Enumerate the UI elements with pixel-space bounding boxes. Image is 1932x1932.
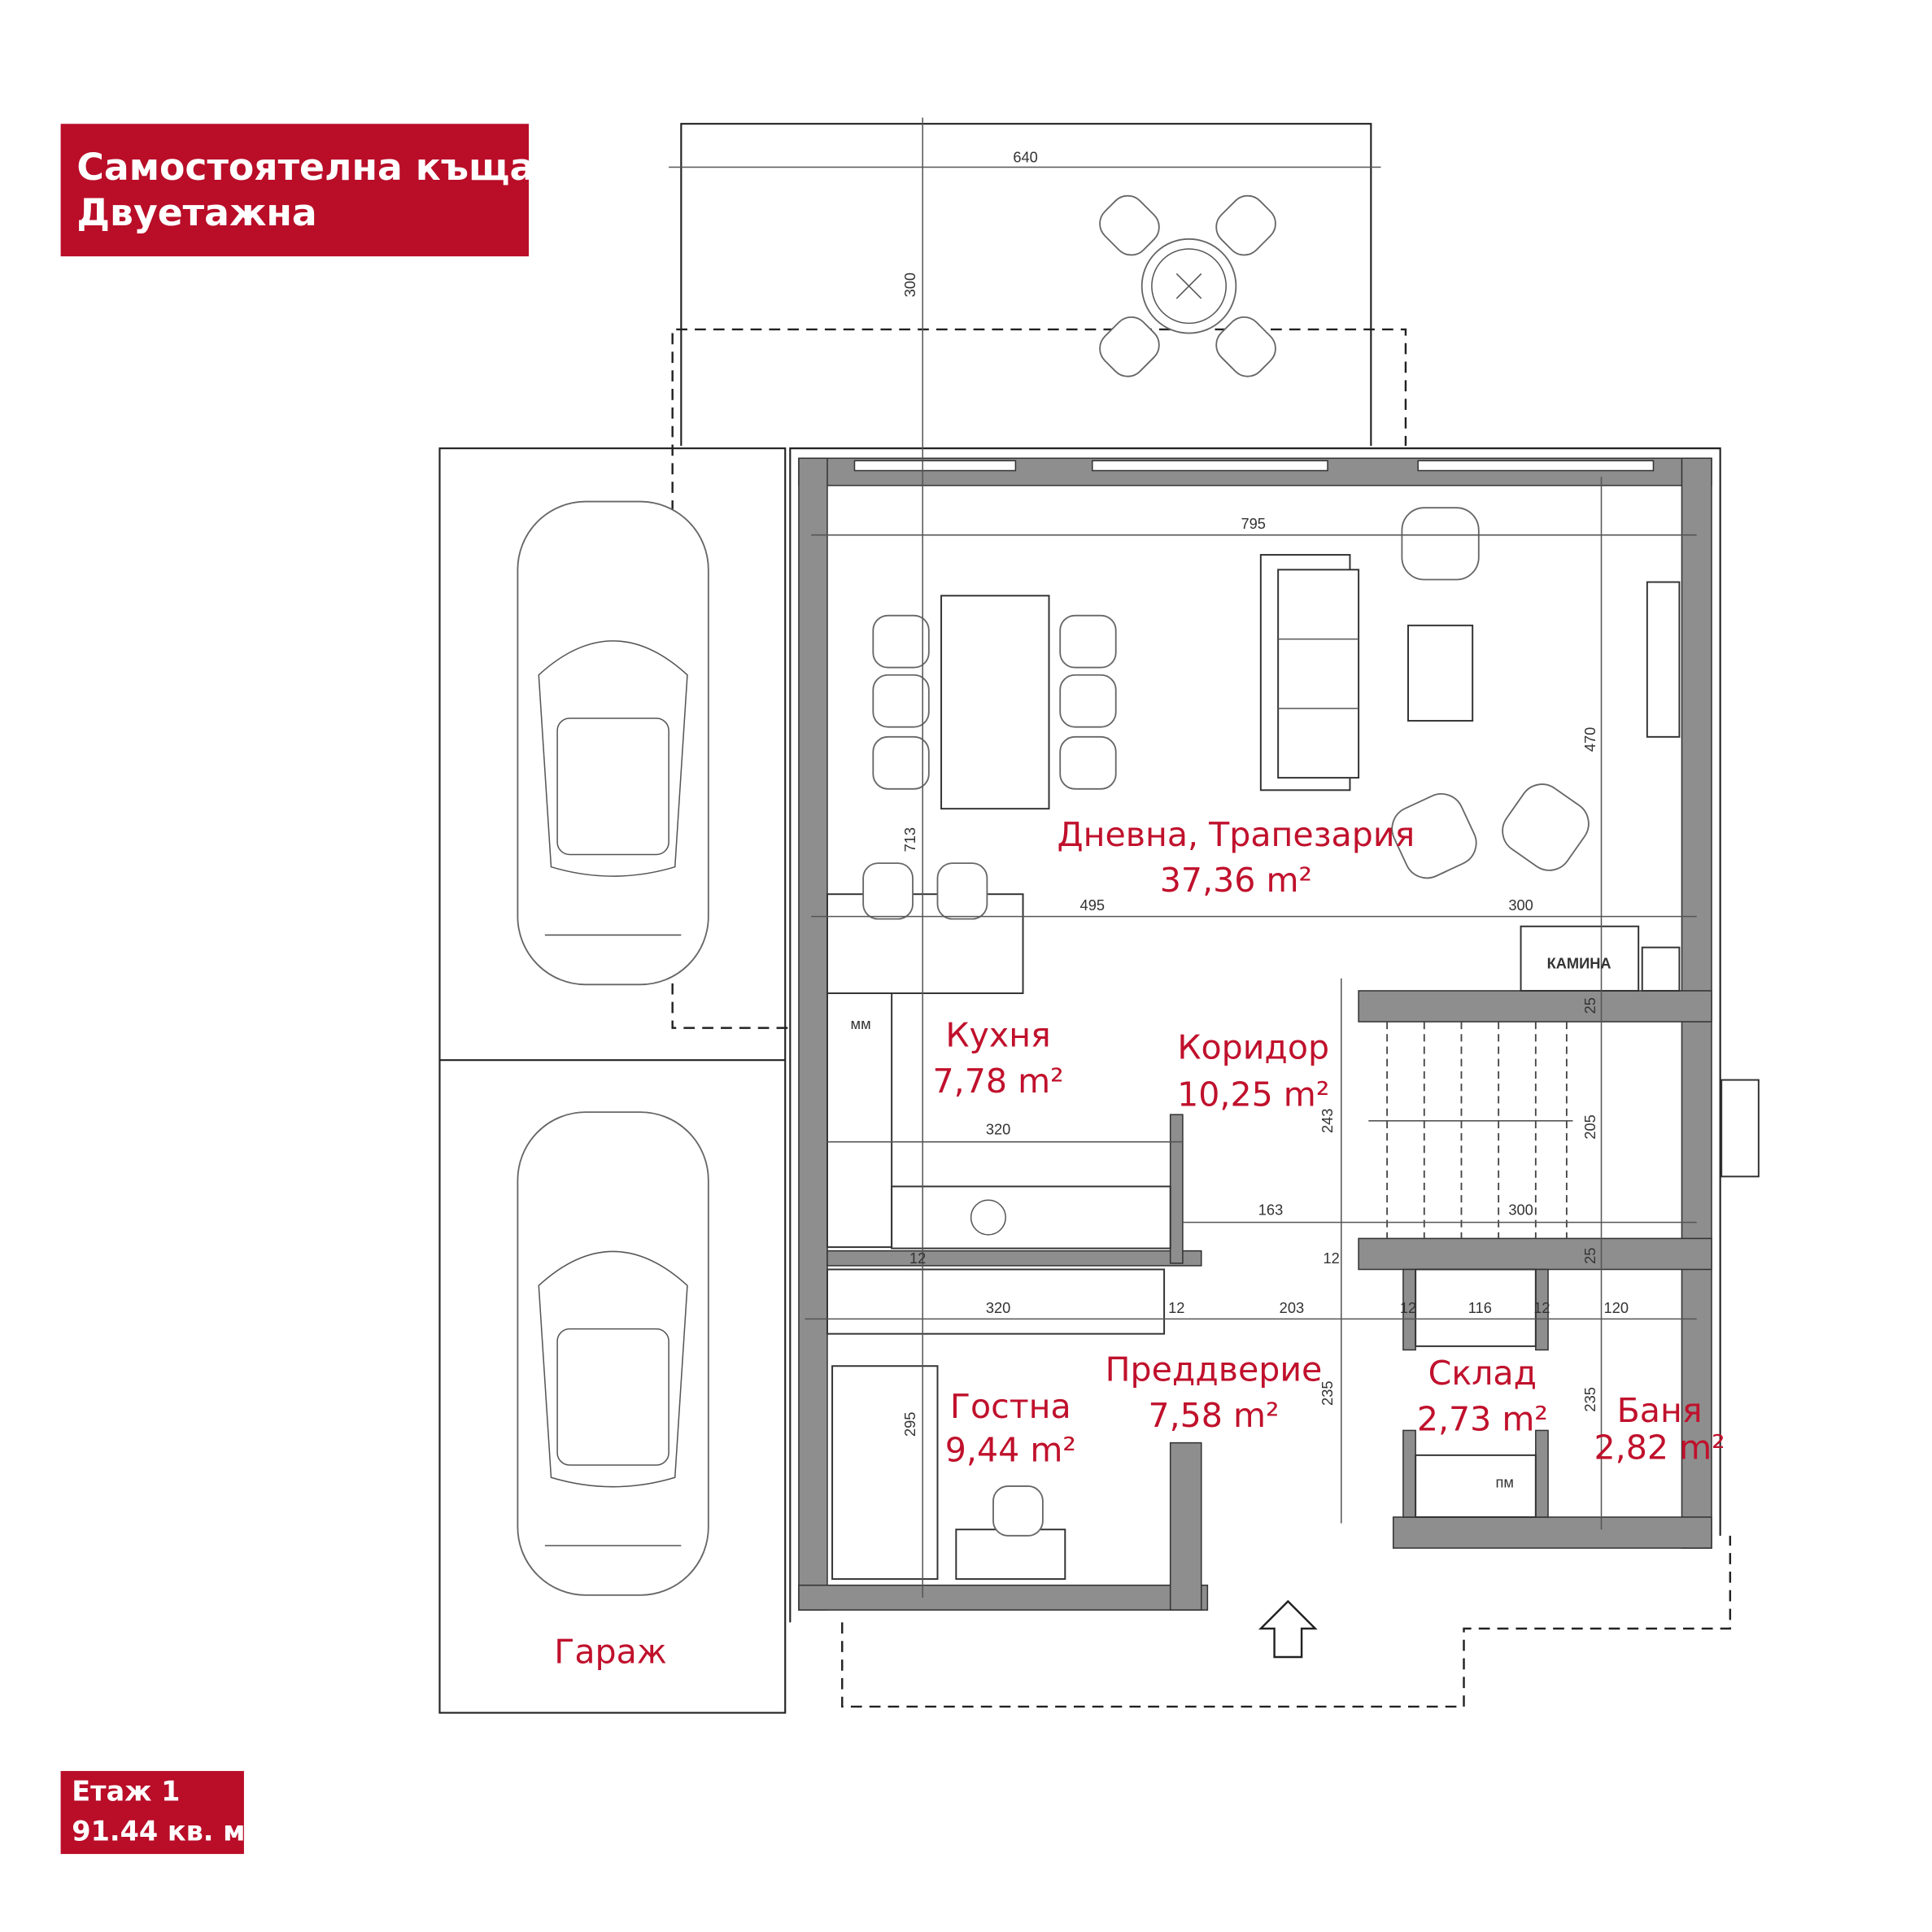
dim-label: 300 xyxy=(1508,896,1533,914)
dim-label: 235 xyxy=(1319,1381,1336,1406)
dim-label: 25 xyxy=(1581,997,1598,1014)
dim-label: 116 xyxy=(1468,1299,1492,1316)
dim-label: 12 xyxy=(1323,1249,1339,1267)
title-line2: Двуетажна xyxy=(76,191,316,234)
dim-label: 163 xyxy=(1258,1202,1283,1219)
room-name-guest: Гостна xyxy=(950,1387,1071,1426)
room-area-living: 37,36 m² xyxy=(1160,861,1312,900)
floor-badge: Етаж 1 91.44 кв. м xyxy=(60,1771,246,1855)
dimension-labels: 300 795 713 470 495 300 25 243 205 320 1… xyxy=(851,273,1629,1491)
staircase xyxy=(1368,1022,1573,1239)
dim-label: 713 xyxy=(901,827,918,852)
dim-label: 320 xyxy=(986,1121,1010,1138)
dim-label: 12 xyxy=(1400,1299,1416,1316)
room-labels: Дневна, Трапезария 37,36 m² Кухня 7,78 m… xyxy=(933,815,1725,1470)
room-name-kitchen: Кухня xyxy=(945,1015,1050,1054)
dim-label: 295 xyxy=(901,1412,918,1437)
room-name-garage: Гараж xyxy=(554,1633,667,1672)
dim-label: 12 xyxy=(909,1249,926,1267)
room-name-entrance: Преддверие xyxy=(1106,1350,1323,1389)
dim-label: 320 xyxy=(986,1299,1010,1316)
dim-label: 495 xyxy=(1080,896,1105,914)
furniture xyxy=(826,507,1760,1581)
room-name-corridor: Коридор xyxy=(1177,1028,1329,1067)
dining-table-icon xyxy=(1099,194,1276,377)
sofa-icon xyxy=(1259,554,1360,792)
dim-label: 12 xyxy=(1533,1299,1550,1316)
room-area-kitchen: 7,78 m² xyxy=(933,1062,1064,1101)
dim-label: 470 xyxy=(1581,727,1598,752)
dim-label: 795 xyxy=(1241,515,1265,532)
terrace: 640 xyxy=(669,123,1407,1029)
dim-label: 235 xyxy=(1581,1387,1598,1411)
entrance-arrow-icon xyxy=(1258,1599,1318,1659)
title-badge: Самостоятелна къща Двуетажна xyxy=(60,124,534,257)
garage: Гараж xyxy=(438,447,787,1714)
dim-label: 25 xyxy=(1581,1248,1598,1264)
house-walls xyxy=(789,447,1732,1708)
dim-label: 120 xyxy=(1604,1299,1629,1316)
dim-label: 300 xyxy=(1508,1202,1533,1219)
room-area-corridor: 10,25 m² xyxy=(1177,1075,1329,1114)
title-line1: Самостоятелна къща xyxy=(76,146,534,189)
room-area-guest: 9,44 m² xyxy=(945,1430,1076,1469)
dim-label: 243 xyxy=(1319,1109,1336,1133)
car-icon xyxy=(517,1111,709,1596)
dim-label: 203 xyxy=(1280,1299,1304,1316)
car-icon xyxy=(517,500,709,986)
appliance-label: пм xyxy=(1496,1473,1514,1490)
appliance-label: мм xyxy=(851,1015,871,1032)
room-area-bathroom: 2,82 m² xyxy=(1594,1428,1725,1467)
room-name-storage: Склад xyxy=(1428,1354,1537,1393)
dim-label: 205 xyxy=(1581,1114,1598,1139)
floor-area: 91.44 кв. м xyxy=(72,1815,245,1847)
dimension-lines xyxy=(805,117,1697,1598)
room-area-storage: 2,73 m² xyxy=(1417,1399,1548,1438)
floor-number: Етаж 1 xyxy=(72,1776,180,1808)
dim-label: 300 xyxy=(901,273,918,297)
fireplace-label: КАМИНА xyxy=(1547,955,1611,972)
dim-label: 12 xyxy=(1168,1299,1184,1316)
room-area-entrance: 7,58 m² xyxy=(1148,1396,1279,1435)
room-name-bathroom: Баня xyxy=(1617,1391,1703,1430)
room-name-living: Дневна, Трапезария xyxy=(1058,815,1415,854)
dim-label: 640 xyxy=(1013,148,1037,165)
